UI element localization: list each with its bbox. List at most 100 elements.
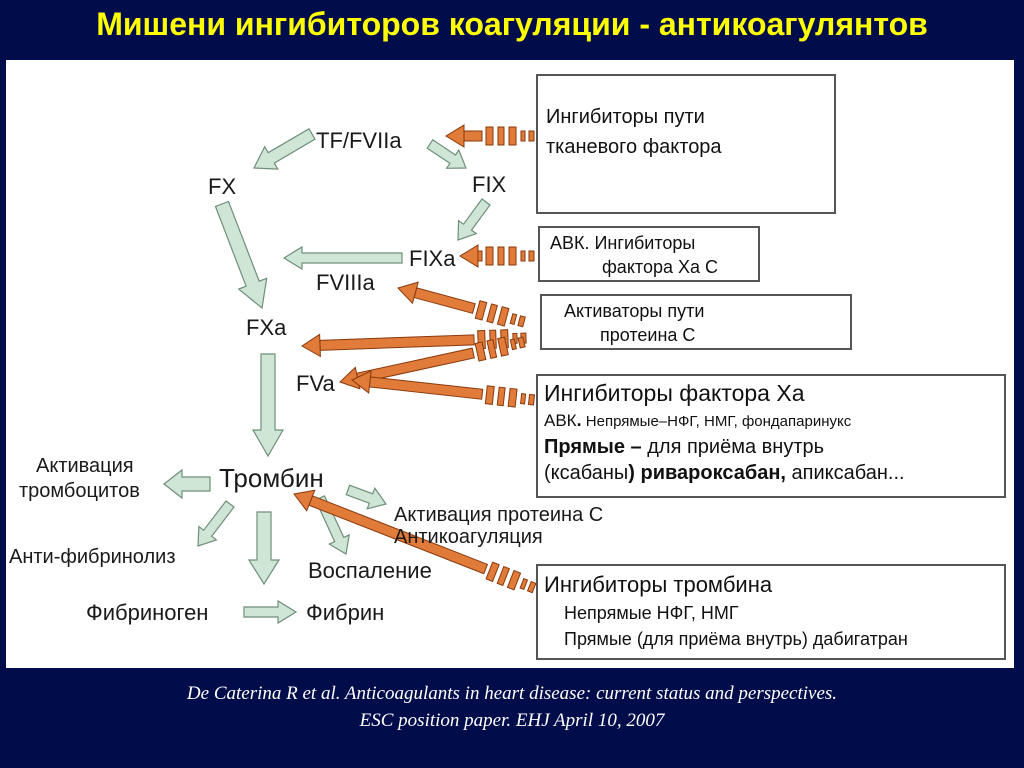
inhibit-tf-bar-1	[520, 130, 526, 142]
box-fxa-xaban-rest: апиксабан...	[785, 462, 905, 484]
label-antifibrinolysis: Анти-фибринолиз	[9, 546, 176, 568]
node-fixa: FIXa	[409, 246, 456, 271]
node-fibrin: Фибрин	[306, 600, 385, 625]
inhibit-fxa-bar-0	[527, 393, 536, 406]
inhibitor-arrows	[293, 124, 537, 594]
inhibit-fva-bar-4	[474, 341, 487, 362]
inhibit-fixa-bar-3	[497, 246, 505, 266]
pathway-arrows	[163, 127, 491, 625]
arrow-fixa-to-fviiia	[282, 245, 403, 271]
box-fxa-heading: Ингибиторы фактора Ха	[544, 380, 805, 406]
inhibit-fxa-bar-1	[520, 393, 527, 405]
inhibit-fva-bar-2	[497, 336, 509, 357]
box-fixa-line2: фактора Ха С	[602, 257, 718, 277]
inhibit-thrombin-bar-3	[496, 565, 511, 587]
inhibit-fviiia-bar-0	[517, 315, 526, 328]
node-fibrinogen: Фибриноген	[86, 600, 209, 625]
arrow-to-protein-c	[345, 484, 387, 510]
diagram-panel: TF/FVIIa FX FIX FIXa FVIIIa FXa FVa Тром…	[6, 60, 1014, 668]
label-protein-c-activation: Активация протеина С	[394, 504, 604, 526]
inhibit-fixa-bar-2	[508, 246, 517, 266]
box-protein-c-activators: Активаторы пути протеина С	[540, 294, 852, 350]
node-tf-fviia: TF/FVIIa	[316, 128, 402, 153]
box-fixa-inhibitors: АВК. Ингибиторы фактора Ха С	[538, 226, 760, 282]
inhibit-fviiia-bar-3	[486, 303, 498, 324]
inhibit-fixa-head	[459, 244, 479, 268]
arrow-to-platelets	[163, 468, 211, 500]
arrow-fix-to-fixa	[457, 198, 491, 241]
inhibit-fixa-shaft	[477, 250, 483, 262]
citation-line2: ESC position paper. EHJ April 10, 2007	[359, 710, 665, 731]
inhibit-thrombin-bar-4	[485, 561, 500, 583]
box-fxa-avk-line: АВК. Непрямые–НФГ, НМГ, фондапаринукс	[544, 408, 1004, 434]
inhibit-tf-shaft	[463, 130, 483, 142]
inhibit-fxa-bar-4	[484, 385, 495, 405]
arrow-fxa-to-thrombin	[251, 353, 285, 458]
label-platelet-line1: Активация	[36, 455, 134, 477]
inhibit-fva	[339, 336, 526, 390]
inhibit-fva-bar-1	[509, 338, 517, 351]
box-thrombin-heading: Ингибиторы тромбина	[544, 572, 773, 597]
inhibit-fxa-cross-head	[301, 333, 321, 358]
box-tf-pathway-inhibitors: Ингибиторы пути тканевого фактора	[536, 74, 836, 214]
box-tf-line1: Ингибиторы пути	[546, 106, 705, 128]
box-protein-c-line1: Активаторы пути	[564, 301, 705, 321]
box-fxa-direct-rest: для приёма внутрь	[641, 436, 825, 458]
inhibit-fxa-bar-3	[496, 386, 506, 407]
node-fva: FVa	[296, 371, 335, 396]
arrow-tf-to-fx	[253, 127, 316, 170]
node-fix: FIX	[472, 172, 507, 197]
box-protein-c-line2: протеина С	[600, 325, 696, 345]
inhibit-fxa-head	[351, 370, 372, 394]
inhibit-thrombin	[293, 489, 537, 594]
inhibit-tf-bar-0	[528, 130, 535, 142]
node-fxa: FXa	[246, 315, 287, 340]
box-fxa-xaban-bold: ) ривароксабан,	[628, 462, 786, 484]
box-fxa-direct-line: Прямые – для приёма внутрь	[544, 434, 1004, 460]
node-fx: FX	[208, 174, 237, 199]
inhibit-tf-head	[445, 124, 465, 148]
node-fviiia: FVIIIa	[316, 270, 375, 295]
inhibit-fixa-bar-0	[528, 250, 535, 262]
box-fxa-xaban-line: (ксабаны) ривароксабан, апиксабан...	[544, 460, 1004, 486]
box-fxa-direct-bold: Прямые –	[544, 436, 642, 458]
inhibit-fxa-bar-2	[507, 387, 518, 408]
inhibit-fxa-shaft	[368, 376, 484, 400]
inhibit-tf-bar-3	[497, 126, 505, 146]
box-fxa-avk-rest: Непрямые–НФГ, НМГ, фондапаринукс	[581, 413, 852, 430]
inhibit-fviiia-bar-1	[509, 313, 518, 326]
inhibit-fixa	[459, 244, 535, 268]
box-fxa-xaban-open: (ксабаны	[544, 462, 629, 484]
inhibit-fviiia-bar-2	[496, 306, 510, 327]
citation: De Caterina R et al. Anticoagulants in h…	[0, 680, 1024, 734]
inhibit-fviiia-bar-4	[474, 300, 488, 321]
label-anticoagulation: Антикоагуляция	[394, 526, 543, 548]
box-thrombin-line1: Непрямые НФГ, НМГ	[564, 603, 739, 623]
inhibit-tf-bar-2	[508, 126, 517, 146]
arrows-layer	[163, 124, 537, 625]
box-fxa-avk-dot: .	[576, 410, 582, 430]
box-thrombin-line2: Прямые (для приёма внутрь) дабигатран	[564, 629, 908, 649]
box-fxa-avk-prefix: АВК	[544, 411, 577, 430]
arrow-to-antifibrinolysis	[197, 500, 235, 547]
box-tf-line2: тканевого фактора	[546, 136, 722, 158]
inhibit-thrombin-bar-2	[506, 569, 522, 591]
node-thrombin: Тромбин	[219, 463, 324, 493]
inhibit-fviiia-head	[397, 281, 419, 305]
inhibit-tf	[445, 124, 535, 148]
label-platelet-line2: тромбоцитов	[19, 480, 140, 502]
inhibit-fviiia-shaft	[413, 287, 476, 314]
arrow-fx-to-fxa	[214, 200, 268, 310]
box-fxa-inhibitors: Ингибиторы фактора Ха АВК. Непрямые–НФГ,…	[536, 374, 1006, 498]
inhibit-thrombin-bar-0	[526, 580, 537, 594]
inhibit-fviiia	[397, 281, 526, 328]
inhibit-fva-bar-0	[517, 336, 526, 349]
inhibit-tf-bar-4	[485, 126, 494, 146]
inhibit-fxa-cross-shaft	[319, 334, 475, 351]
arrow-thrombin-to-fibrin	[247, 511, 281, 586]
slide-title: Мишени ингибиторов коагуляции - антикоаг…	[96, 6, 928, 42]
citation-line1: De Caterina R et al. Anticoagulants in h…	[186, 683, 838, 704]
arrow-fibrinogen-to-fibrin	[243, 599, 298, 625]
inhibit-fixa-bar-4	[485, 246, 494, 266]
arrow-tf-to-fix	[426, 138, 467, 169]
